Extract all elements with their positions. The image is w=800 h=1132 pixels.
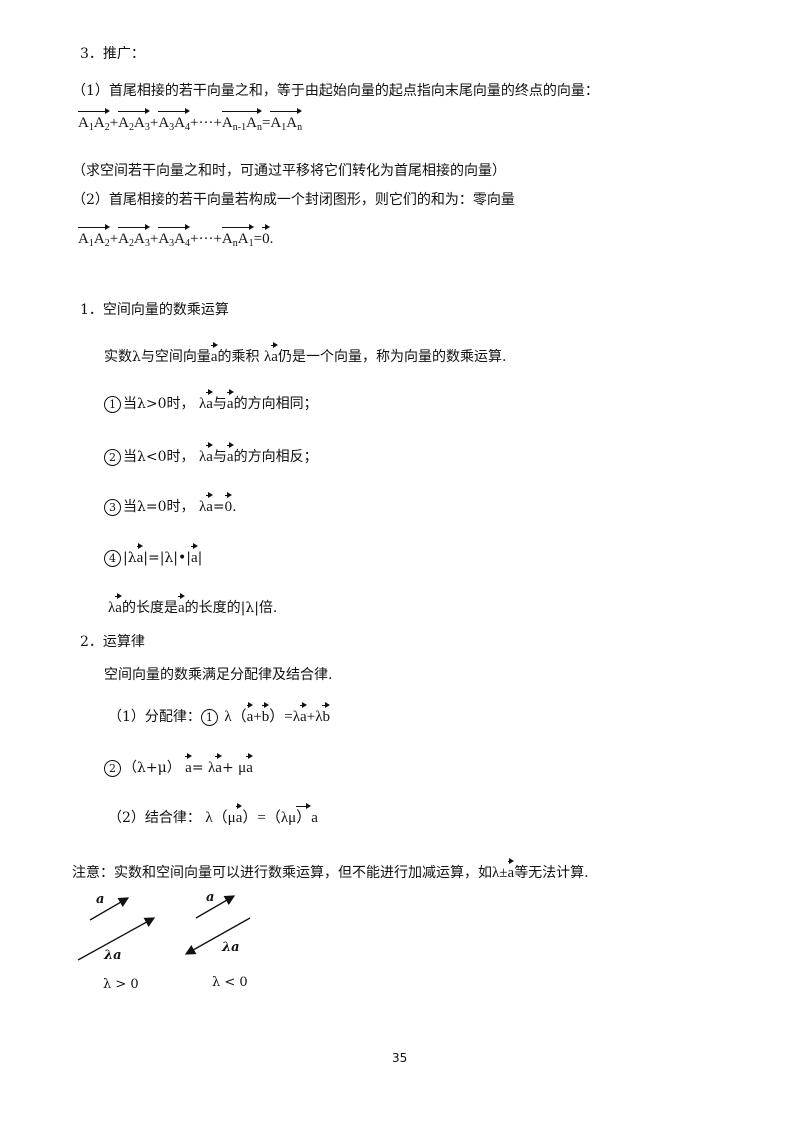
figure-label-a-left: a <box>96 892 105 907</box>
paragraph-closed-figure: （2）首尾相接的若干向量若构成一个封闭图形，则它们的和为：零向量 <box>72 192 515 208</box>
right-vector-lambda-a-arrow <box>184 917 251 955</box>
figure-caption-negative: λ < 0 <box>212 975 248 990</box>
left-vector-lambda-a-arrow <box>77 917 156 961</box>
figure-label-a-right: a <box>206 890 215 905</box>
paragraph-definition: 实数λ与空间向量a的乘积 λa仍是一个向量，称为向量的数乘运算. <box>104 342 506 367</box>
figure-label-lambda-a-left: λa <box>104 948 122 963</box>
law-associative: （2）结合律： λ（μa）=（λμ）a <box>108 803 318 828</box>
section-heading: 2．运算律 <box>80 634 145 650</box>
paragraph-sum-rule: （1）首尾相接的若干向量之和，等于由起始向量的起点指向末尾向量的终点的向量： <box>72 83 599 99</box>
law-distributive-2: 2（λ+μ） a= λa+ μa <box>104 753 253 778</box>
scalar-multiplication-figure <box>77 895 251 961</box>
case-magnitude: 4|λa|=|λ|•|a| <box>104 543 202 568</box>
formula-closed-sum: A1A2+A2A3+A3A4+···+AnA1=0. <box>78 224 273 251</box>
section-heading: 3．推广： <box>80 46 145 62</box>
formula-chain-sum: A1A2+A2A3+A3A4+···+An-1An=A1An <box>78 108 302 135</box>
figure-label-lambda-a-right: λa <box>222 940 240 955</box>
figure-caption-positive: λ > 0 <box>103 977 139 992</box>
right-vector-a-arrow <box>195 895 236 919</box>
left-vector-a-arrow <box>89 897 130 921</box>
paragraph-caution: 注意：实数和空间向量可以进行数乘运算，但不能进行加减运算，如λ±a等无法计算. <box>72 858 589 883</box>
page-number: 35 <box>392 1051 408 1065</box>
section-heading: 1．空间向量的数乘运算 <box>80 302 229 318</box>
law-distributive-1: （1）分配律：1 λ（a+b）=λa+λb <box>108 702 330 727</box>
paragraph-length: λa的长度是a的长度的|λ|倍. <box>108 593 277 618</box>
paragraph-laws-intro: 空间向量的数乘满足分配律及结合律. <box>104 667 333 683</box>
paragraph-note-translate: （求空间若干向量之和时，可通过平移将它们转化为首尾相接的向量） <box>72 163 506 179</box>
